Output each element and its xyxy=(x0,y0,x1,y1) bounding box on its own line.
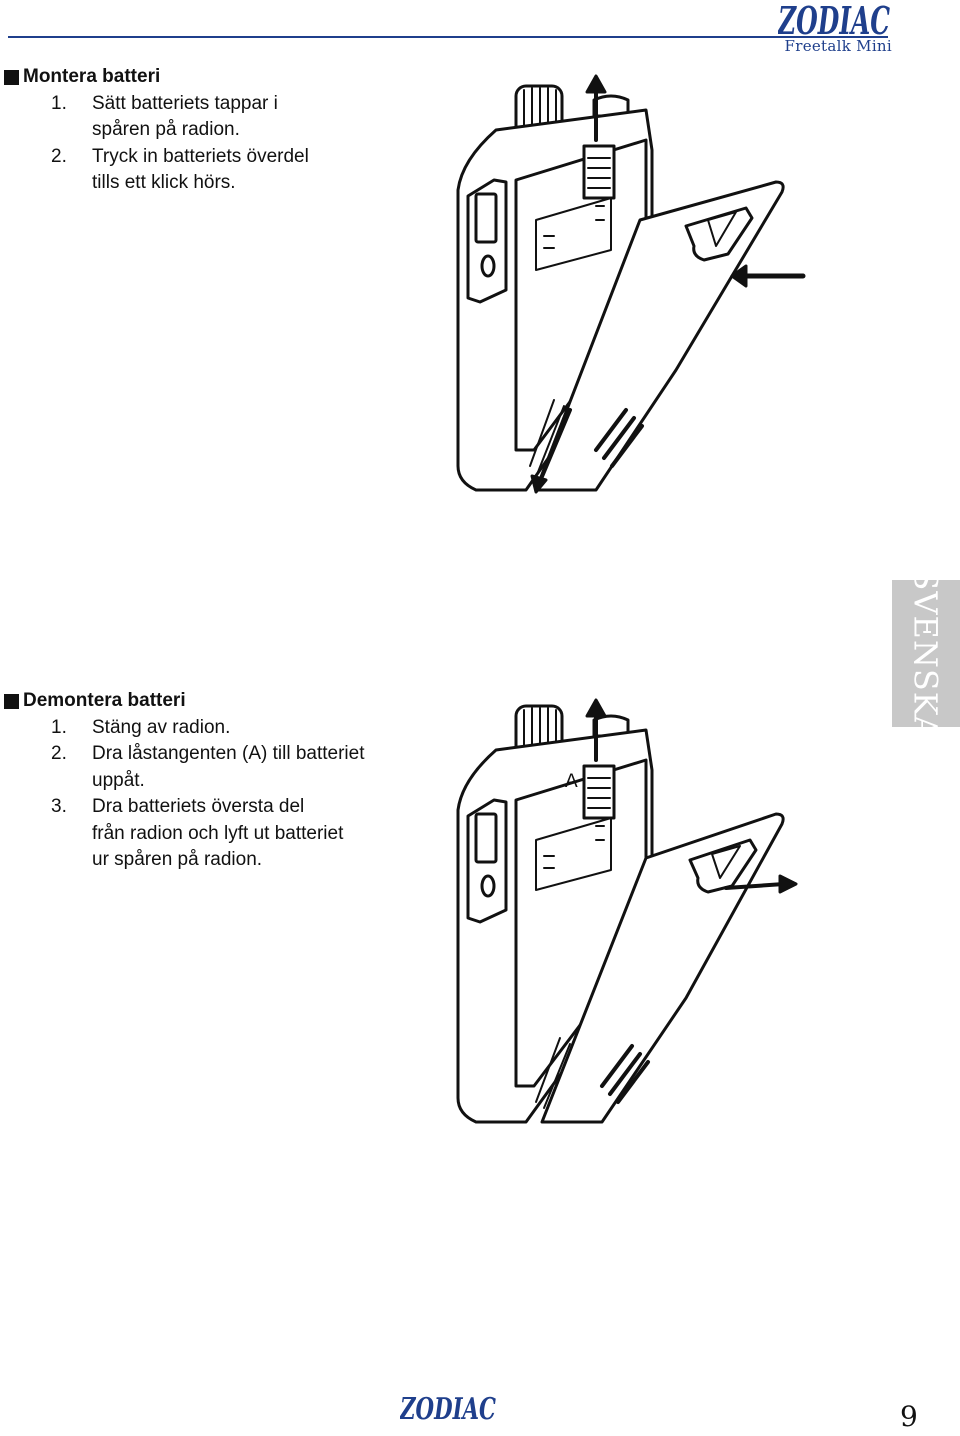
step-text: från radion och lyft ut batteriet xyxy=(92,822,344,844)
radio-battery-install-illustration xyxy=(456,74,806,494)
step-item: 1. Stäng av radion. xyxy=(4,715,364,742)
step-text: uppåt. xyxy=(92,769,145,791)
step-item: 3. Dra batteriets översta del från radion … xyxy=(4,794,364,874)
lock-key-label: A xyxy=(565,771,578,792)
step-list: 1. Stäng av radion. 2. Dra låstangenten (A… xyxy=(4,715,364,874)
step-text: Dra batteriets översta del xyxy=(92,796,305,817)
zodiac-footer-logo: ZODIAC xyxy=(400,1392,496,1423)
step-text: ur spåren på radion. xyxy=(92,849,263,870)
section-heading: Montera batteri xyxy=(4,64,309,91)
section-title: Demontera batteri xyxy=(23,690,186,711)
page-number: 9 xyxy=(900,1400,918,1433)
side-tab-label: SVENSKA xyxy=(907,567,945,740)
brand-subtitle: Freetalk Mini xyxy=(784,37,892,55)
zodiac-logo-text: ZODIAC xyxy=(778,0,890,38)
section-heading: Demontera batteri xyxy=(4,688,364,715)
step-item: 2. Tryck in batteriets överdel tills ett k… xyxy=(4,144,309,197)
step-text: Dra låstangenten (A) till batteriet xyxy=(92,743,365,764)
language-side-tab: SVENSKA xyxy=(892,568,960,739)
zodiac-logo: ZODIAC xyxy=(778,0,890,38)
step-item: 2. Dra låstangenten (A) till batteriet upp… xyxy=(4,741,364,794)
step-number: 3. xyxy=(51,796,67,817)
step-text: spåren på radion. xyxy=(92,119,240,140)
bullet-square-icon xyxy=(4,693,19,709)
step-text: Sätt batteriets tappar i xyxy=(92,92,278,114)
step-text: Tryck in batteriets överdel xyxy=(92,145,309,167)
radio-battery-remove-illustration xyxy=(456,698,798,1124)
section-title: Montera batteri xyxy=(23,66,161,87)
step-text: Stäng av radion. xyxy=(92,716,231,738)
step-number: 1. xyxy=(51,716,67,738)
step-number: 1. xyxy=(51,92,67,114)
header-rule xyxy=(8,36,888,38)
section-remove-battery: Demontera batteri 1. Stäng av radion. 2. D… xyxy=(4,688,364,874)
bullet-square-icon xyxy=(4,69,19,85)
step-number: 2. xyxy=(51,743,67,764)
step-list: 1. Sätt batteriets tappar i spåren på radi… xyxy=(4,91,309,197)
section-install-battery: Montera batteri 1. Sätt batteriets tappar… xyxy=(4,64,309,197)
step-item: 1. Sätt batteriets tappar i spåren på radi… xyxy=(4,91,309,144)
step-text: tills ett klick hörs. xyxy=(92,172,236,193)
footer-logo-text: ZODIAC xyxy=(400,1392,496,1423)
step-number: 2. xyxy=(51,145,67,167)
